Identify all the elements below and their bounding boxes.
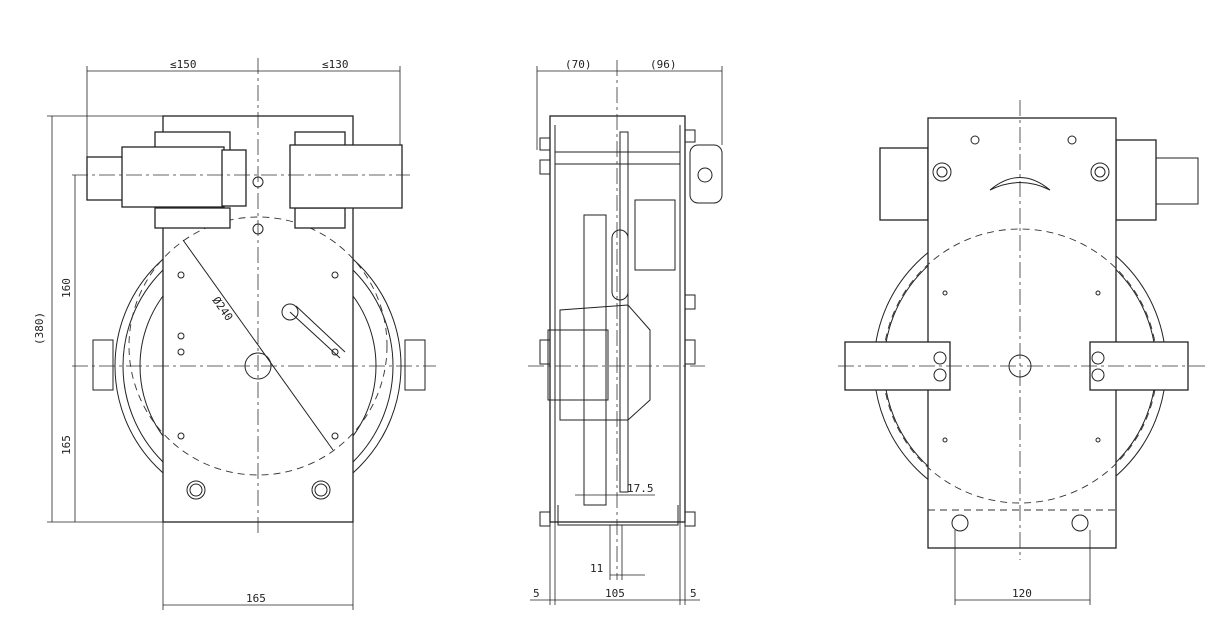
side-frame <box>549 115 686 523</box>
dim-left-width: ≤150 <box>170 58 197 71</box>
rear-slot <box>989 177 1051 191</box>
rear-mount-hole-left <box>951 514 969 532</box>
rear-actuator-cap <box>1155 157 1199 205</box>
mount-hole-right <box>311 480 331 500</box>
dim-inner-width: 105 <box>605 587 625 600</box>
actuator-nose-left <box>221 149 247 207</box>
dim-base-width: 165 <box>246 592 266 605</box>
cross-bar <box>554 151 681 165</box>
switch-box <box>689 144 723 204</box>
lower-bracket-right <box>294 207 346 229</box>
lower-bracket-left <box>154 207 231 229</box>
dim-right-width: ≤130 <box>322 58 349 71</box>
lever-arm-edge <box>295 305 346 353</box>
diameter-leader <box>182 239 334 451</box>
actuator-left <box>121 146 225 208</box>
rear-actuator-left <box>879 147 929 221</box>
brake-disc <box>619 131 629 493</box>
mount-hole-left <box>186 480 206 500</box>
rear-view: 120 <box>838 100 1205 605</box>
dim-total-height: (380) <box>33 312 46 345</box>
actuator-cap-left <box>86 156 126 201</box>
lever-pivot <box>281 303 299 321</box>
bolts <box>539 129 696 527</box>
caliper <box>634 199 676 271</box>
dim-offset: 17.5 <box>627 482 654 495</box>
rear-top-bolts <box>932 135 1110 182</box>
dim-gap: 11 <box>590 562 603 575</box>
dim-hole-spacing: 120 <box>1012 587 1032 600</box>
plate-holes <box>177 271 339 440</box>
rear-plate-holes <box>942 290 1101 443</box>
base-bracket <box>557 505 679 526</box>
rear-mount-hole-right <box>1071 514 1089 532</box>
roller <box>611 229 629 301</box>
right-lug <box>404 339 426 391</box>
dim-upper-height: 160 <box>60 278 73 298</box>
lever-arm <box>289 311 341 359</box>
motor-housing <box>559 304 651 421</box>
shaft-hub <box>547 329 609 401</box>
front-view: Ø240 ≤150 ≤130 <box>33 58 436 610</box>
dim-left-depth: (70) <box>565 58 592 71</box>
dim-right-depth: (96) <box>650 58 677 71</box>
dim-left-plate: 5 <box>533 587 540 600</box>
switch-knob <box>697 167 713 183</box>
rear-actuator-right <box>1115 139 1157 221</box>
rear-plate <box>927 117 1117 549</box>
dim-right-plate: 5 <box>690 587 697 600</box>
pitch-circle <box>128 216 388 476</box>
actuator-right <box>289 144 403 209</box>
sheave <box>583 214 607 506</box>
left-lug <box>92 339 114 391</box>
side-view: (70) (96) 17.5 11 5 105 5 <box>528 58 723 605</box>
rear-lug-bolts <box>933 351 1105 382</box>
dim-lower-height: 165 <box>60 435 73 455</box>
